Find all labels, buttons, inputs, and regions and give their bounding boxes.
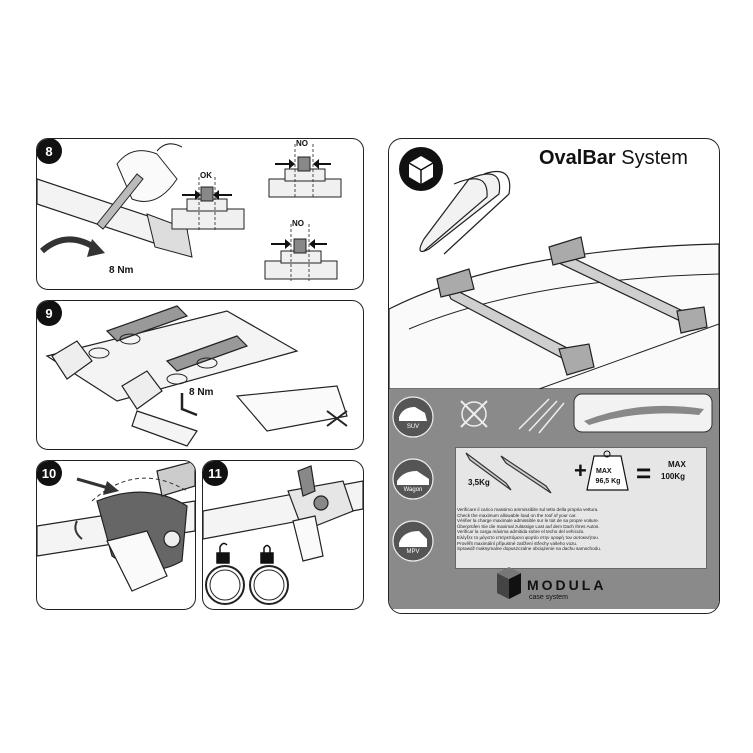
lock-open-icon [216, 542, 230, 564]
load-diagram [465, 450, 629, 494]
warning-line: Vérifier la charge maximale admissible s… [457, 518, 599, 524]
step-9-panel: 9 8 Nm [36, 300, 364, 450]
step-number-badge: 11 [203, 461, 228, 486]
wagon-icon [397, 471, 429, 485]
step-11-panel: 11 [202, 460, 364, 610]
brand-name: MODULA [527, 577, 607, 593]
product-title-bold: OvalBar [539, 147, 616, 169]
wagon-label: Wagon [403, 487, 423, 493]
equals-sign: = [636, 458, 652, 488]
step-11-illustration [203, 465, 363, 605]
ok-label: OK [200, 171, 212, 180]
step-10-panel: 10 [36, 460, 196, 610]
step-8-illustration [37, 143, 342, 281]
cube-icon [399, 147, 443, 191]
bar-weight: 3,5Kg [468, 478, 490, 487]
warning-line: Sprawdź maksymalne dopuszczalne obciążen… [457, 546, 602, 552]
no-label-top: NO [296, 139, 308, 148]
product-title: OvalBar System [539, 147, 688, 170]
step-number-badge: 8 [37, 139, 62, 164]
spec-band-graphics [392, 393, 713, 562]
total-load: 100Kg [661, 472, 686, 481]
product-title-rest: System [615, 147, 688, 169]
weight-icon [586, 450, 629, 491]
warning-line: Ελέγξτε το μέγιστο επιτρεπόμενο φορτίο σ… [457, 534, 600, 540]
product-illustration [389, 147, 719, 390]
warning-line: Verificare il carico massimo ammissibile… [457, 507, 599, 512]
max-load: 96,5 Kg [595, 478, 621, 485]
step-number-badge: 10 [37, 461, 62, 486]
load-info-box: 3,5Kg + MAX 96,5 Kg = MAX 100Kg [455, 447, 707, 569]
warning-line: Check the maximum allowable load on the … [457, 512, 577, 518]
warning-line: Verificar la carga máxima admitida sobre… [457, 529, 585, 535]
step-number-badge: 9 [37, 301, 62, 326]
no-label-bottom: NO [292, 219, 304, 228]
max-label: MAX [596, 468, 612, 475]
step-8-panel: 8 [36, 138, 364, 290]
step-8-torque-label: 8 Nm [109, 265, 134, 276]
warning-line: Prověřit maximální přípustné zatížení st… [457, 540, 578, 546]
suv-icon [399, 407, 427, 421]
no-rail-icon [460, 400, 488, 428]
plus-sign: + [574, 458, 587, 483]
mpv-icon [399, 531, 427, 547]
load-warnings: Verificare il carico massimo ammissibile… [457, 507, 703, 552]
lock-closed-icon [260, 544, 274, 564]
suv-label: SUV [406, 424, 420, 430]
warning-line: Überprüfen Sie die maximal zulässige Las… [457, 523, 600, 529]
brand-subtitle: case system [529, 594, 568, 601]
mpv-label: MPV [406, 549, 420, 555]
product-panel: OvalBar System SUV [388, 138, 720, 614]
step-9-illustration [45, 305, 348, 447]
step-9-torque-label: 8 Nm [189, 387, 214, 398]
total-max-label: MAX [668, 460, 686, 469]
step-10-illustration [37, 461, 195, 592]
